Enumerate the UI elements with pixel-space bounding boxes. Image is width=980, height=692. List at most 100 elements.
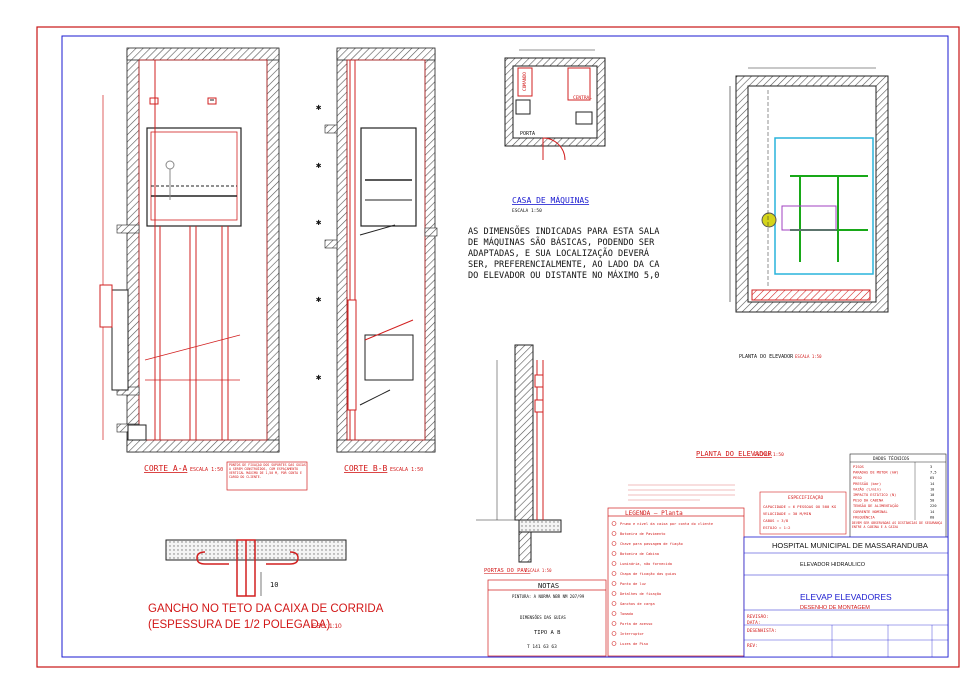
gancho-dim-1: 10 bbox=[270, 581, 278, 589]
svg-text:✱: ✱ bbox=[316, 161, 322, 171]
svg-text:✱: ✱ bbox=[316, 103, 322, 113]
door-detail bbox=[476, 344, 562, 563]
svg-text:DO ELEVADOR OU DISTANTE NO MÁX: DO ELEVADOR OU DISTANTE NO MÁXIMO 5,0 bbox=[468, 269, 659, 281]
legend-item: Tomada bbox=[620, 612, 633, 616]
inner-border bbox=[61, 35, 949, 658]
svg-text:DE MÁQUINAS SÃO BÁSICAS, PODEN: DE MÁQUINAS SÃO BÁSICAS, PODENDO SER bbox=[468, 236, 655, 248]
plan-view bbox=[729, 67, 889, 313]
tech-row-value: 14 bbox=[930, 482, 934, 486]
svg-text:ADAPTADAS, E SUA LOCALIZAÇÃO D: ADAPTADAS, E SUA LOCALIZAÇÃO DEVERÁ bbox=[468, 247, 650, 259]
spec-notes bbox=[628, 484, 735, 501]
svg-text:SER, PREFERENCIALMENTE, AO LAD: SER, PREFERENCIALMENTE, AO LADO DA CA bbox=[468, 260, 660, 270]
svg-text:✱: ✱ bbox=[316, 295, 322, 305]
casa-label-porta: PORTA bbox=[520, 131, 535, 137]
notas-tipo: TIPO A B bbox=[534, 630, 561, 636]
tech-row-label: PESO bbox=[853, 476, 862, 480]
gancho-title: GANCHO NO TETO DA CAIXA DE CORRIDA bbox=[148, 603, 384, 615]
legend-item: Interruptor bbox=[620, 632, 645, 636]
tech-data-block bbox=[849, 453, 947, 539]
notas-line2: DIMENSÕES DAS GUIAS bbox=[520, 615, 566, 620]
legend-item: Porta de acesso bbox=[620, 622, 652, 626]
planta-title-main: PLANTA DO ELEVADOR bbox=[696, 450, 773, 458]
spec-line-3: CABOS = 3/8 bbox=[763, 518, 789, 523]
tech-row-label: PRESSÃO (bar) bbox=[853, 481, 881, 486]
tech-row-label: IMPACTO ESTÁTICO (N) bbox=[853, 492, 896, 497]
corte-bb-title: CORTE B-B bbox=[344, 464, 388, 473]
tech-row-label: PARADAS DE MOTOR (kW) bbox=[853, 471, 898, 475]
notas-tipo-values: T 141 63 63 bbox=[527, 644, 557, 650]
corte-aa-scale: ESCALA 1:50 bbox=[190, 467, 223, 473]
legend-item: Ponto de luz bbox=[620, 582, 646, 586]
legend-symbol-icon bbox=[611, 521, 617, 526]
tech-title: DADOS TÉCNICOS bbox=[873, 454, 910, 462]
spec-block bbox=[759, 491, 847, 535]
tech-row-value: 65 bbox=[930, 476, 934, 480]
legend-symbol-icon bbox=[611, 571, 617, 576]
legend-item: Luzes de Piso bbox=[620, 642, 648, 646]
title-subject: ELEVADOR HIDRAULICO bbox=[800, 562, 866, 568]
legend-item: Botoeira de Cabina bbox=[620, 552, 659, 556]
notas-title: NOTAS bbox=[538, 582, 559, 590]
corte-bb-scale: ESCALA 1:50 bbox=[390, 467, 423, 473]
legend-symbol-icon bbox=[611, 601, 617, 606]
tech-row-value: 3 bbox=[930, 465, 932, 469]
tech-row-label: TENSÃO DE ALIMENTAÇÃO bbox=[853, 503, 898, 508]
legend-title: LEGENDA — Planta bbox=[625, 510, 683, 517]
tech-row-value: 10 bbox=[930, 493, 934, 497]
title-drawing: DESENHO DE MONTAGEM bbox=[800, 605, 870, 611]
legend-items: Prumo e nível da caixa por conta do clie… bbox=[611, 521, 713, 646]
tech-row-value: 50 bbox=[930, 499, 934, 503]
svg-text:✱: ✱ bbox=[316, 218, 322, 228]
spec-title: ESPECIFICAÇÃO bbox=[788, 494, 824, 501]
svg-text:✱: ✱ bbox=[316, 373, 322, 383]
tech-row-label: PESO DA CABINA bbox=[853, 499, 884, 503]
corte-aa-title: CORTE A-A bbox=[144, 464, 188, 473]
machine-room: COMANDO CENTRAL PORTA bbox=[504, 49, 606, 161]
casa-title: CASA DE MÁQUINAS bbox=[512, 194, 589, 205]
planta-title: PLANTA DO ELEVADOR bbox=[739, 354, 794, 360]
legend-symbol-icon bbox=[611, 581, 617, 586]
legend-item: Detalhes de fixação bbox=[620, 592, 661, 596]
portas-title: PORTAS DO PAV. bbox=[484, 568, 530, 574]
legend-symbol-icon bbox=[611, 541, 617, 546]
casa-label-central: CENTRAL bbox=[573, 95, 592, 101]
legend-symbol-icon bbox=[611, 531, 617, 536]
title-client: HOSPITAL MUNICIPAL DE MASSARANDUBA bbox=[772, 541, 928, 550]
tech-row-label: FREQUÊNCIA bbox=[853, 514, 875, 519]
spec-line-4: ESTOJO = 1:2 bbox=[763, 525, 790, 530]
field-revisao: REVISÃO: bbox=[747, 613, 769, 620]
legend-symbol-icon bbox=[611, 611, 617, 616]
legend-symbol-icon bbox=[611, 551, 617, 556]
gancho-scale: ESC: 1:10 bbox=[312, 623, 342, 630]
legend-symbol-icon bbox=[611, 641, 617, 646]
legend-symbol-icon bbox=[611, 621, 617, 626]
casa-label-comando: COMANDO bbox=[522, 72, 528, 91]
field-desenhista: DESENHISTA: bbox=[747, 628, 777, 634]
spec-line-2: VELOCIDADE = 30 M/MIN bbox=[763, 511, 812, 516]
legend-item: Chapa de fixação das guias bbox=[620, 572, 676, 576]
spec-line-1: CAPACIDADE = 6 PESSOAS OU 500 KG bbox=[763, 504, 837, 509]
legend-item: Luminária, não fornecida bbox=[620, 562, 672, 566]
planta-scale: ESCALA 1:50 bbox=[795, 354, 822, 359]
tech-row-value: 60 bbox=[930, 515, 934, 519]
title-block bbox=[743, 536, 949, 658]
notes-block bbox=[487, 579, 607, 657]
tech-row-value: 14 bbox=[930, 510, 934, 514]
tech-row-value: 7,5 bbox=[930, 471, 937, 475]
tech-row-label: PISOS bbox=[853, 465, 864, 469]
tech-footer: DEVEM SER OBSERVADAS AS DISTÂNCIAS DE SE… bbox=[852, 521, 943, 529]
corte-note-box bbox=[226, 461, 308, 491]
portas-scale: ESCALA 1:50 bbox=[525, 568, 552, 573]
machine-room-note: AS DIMENSÕES INDICADAS PARA ESTA SALA DE… bbox=[468, 225, 660, 281]
casa-scale: ESCALA 1:50 bbox=[512, 208, 542, 214]
corte-note: PONTOS DE FIXAÇÃO DOS SUPORTES DAS GUIAS… bbox=[229, 463, 306, 479]
section-aa bbox=[99, 47, 280, 453]
legend-item: Prumo e nível da caixa por conta do clie… bbox=[620, 522, 713, 526]
section-bb: ✱ ✱ ✱ ✱ ✱ bbox=[316, 47, 438, 453]
tech-row-value: 10 bbox=[930, 487, 934, 491]
planta-scale-main: ESCALA 1:50 bbox=[754, 452, 784, 458]
hook-detail bbox=[165, 539, 347, 597]
legend-item: Chave para passagem de fiação bbox=[620, 542, 683, 546]
legend-symbol-icon bbox=[611, 631, 617, 636]
